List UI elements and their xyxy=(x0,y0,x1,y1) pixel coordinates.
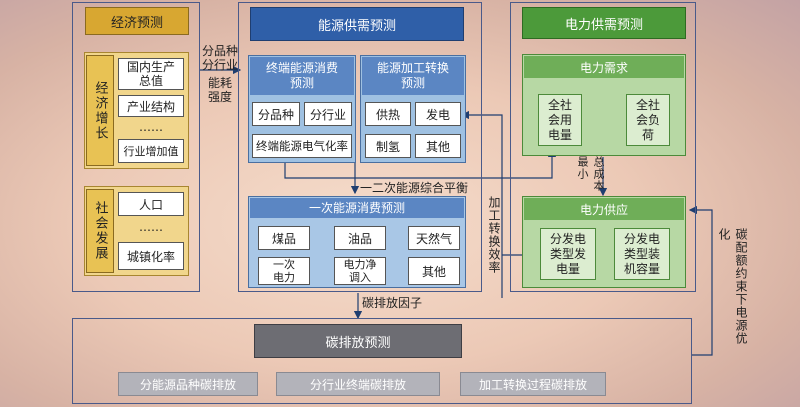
carbon-by-industry-box: 分行业终端碳排放 xyxy=(276,372,440,396)
social-ellipsis: …… xyxy=(139,220,163,234)
primary-other-box: 其他 xyxy=(408,257,460,285)
oil-box: 油品 xyxy=(334,226,386,250)
total-consumption-box: 全社会用电量 xyxy=(538,94,582,146)
economy-growth-label: 经济增长 xyxy=(86,55,114,166)
demand-title: 电力需求 xyxy=(524,56,684,78)
processing-title: 能源加工转换预测 xyxy=(362,57,464,95)
industry-structure-box: 产业结构 xyxy=(118,95,184,117)
label-by-category-industry: 分品种分行业 xyxy=(202,44,239,72)
label-carbon-quota: 碳配额约束下电源优化 xyxy=(717,228,748,345)
coal-box: 煤品 xyxy=(258,226,310,250)
carbon-conversion-box: 加工转换过程碳排放 xyxy=(460,372,606,396)
heating-box: 供热 xyxy=(365,102,411,126)
energy-frame xyxy=(238,2,482,292)
supply-title: 电力供应 xyxy=(524,198,684,220)
economy-social-label: 社会发展 xyxy=(86,189,114,273)
carbon-title: 碳排放预测 xyxy=(254,324,462,358)
industry-value-added-box: 行业增加值 xyxy=(118,139,184,163)
generation-by-type-box: 分发电类型发电量 xyxy=(540,228,596,280)
total-load-box: 全社会负荷 xyxy=(626,94,670,146)
economy-title: 经济预测 xyxy=(85,7,189,35)
gas-box: 天然气 xyxy=(408,226,460,250)
label-energy-intensity: 能耗强度 xyxy=(208,76,233,104)
urbanization-box: 城镇化率 xyxy=(118,242,184,270)
net-import-box: 电力净调入 xyxy=(334,257,386,285)
energy-title: 能源供需预测 xyxy=(250,7,464,41)
power-title: 电力供需预测 xyxy=(522,7,686,39)
processing-other-box: 其他 xyxy=(415,134,461,158)
by-industry-box: 分行业 xyxy=(304,102,352,126)
primary-electricity-box: 一次电力 xyxy=(258,257,310,285)
growth-ellipsis: …… xyxy=(139,120,163,134)
hydrogen-box: 制氢 xyxy=(365,134,411,158)
capacity-by-type-box: 分发电类型装机容量 xyxy=(614,228,670,280)
economy-frame xyxy=(72,2,200,292)
primary-title: 一次能源消费预测 xyxy=(250,198,464,218)
power-frame xyxy=(510,2,696,292)
label-carbon-factor: 碳排放因子 xyxy=(362,296,423,310)
terminal-electrification-box: 终端能源电气化率 xyxy=(252,134,352,158)
carbon-by-fuel-box: 分能源品种碳排放 xyxy=(118,372,258,396)
label-min-total-cost: 总成本最小 xyxy=(576,156,605,192)
carbon-frame xyxy=(72,318,692,404)
label-conversion-efficiency: 加工转换效率 xyxy=(487,196,501,274)
power-generation-box: 发电 xyxy=(415,102,461,126)
population-box: 人口 xyxy=(118,192,184,216)
terminal-title: 终端能源消费预测 xyxy=(250,57,354,95)
gdp-box: 国内生产总值 xyxy=(118,58,184,90)
label-balance: 一二次能源综合平衡 xyxy=(360,181,469,195)
by-category-box: 分品种 xyxy=(252,102,300,126)
